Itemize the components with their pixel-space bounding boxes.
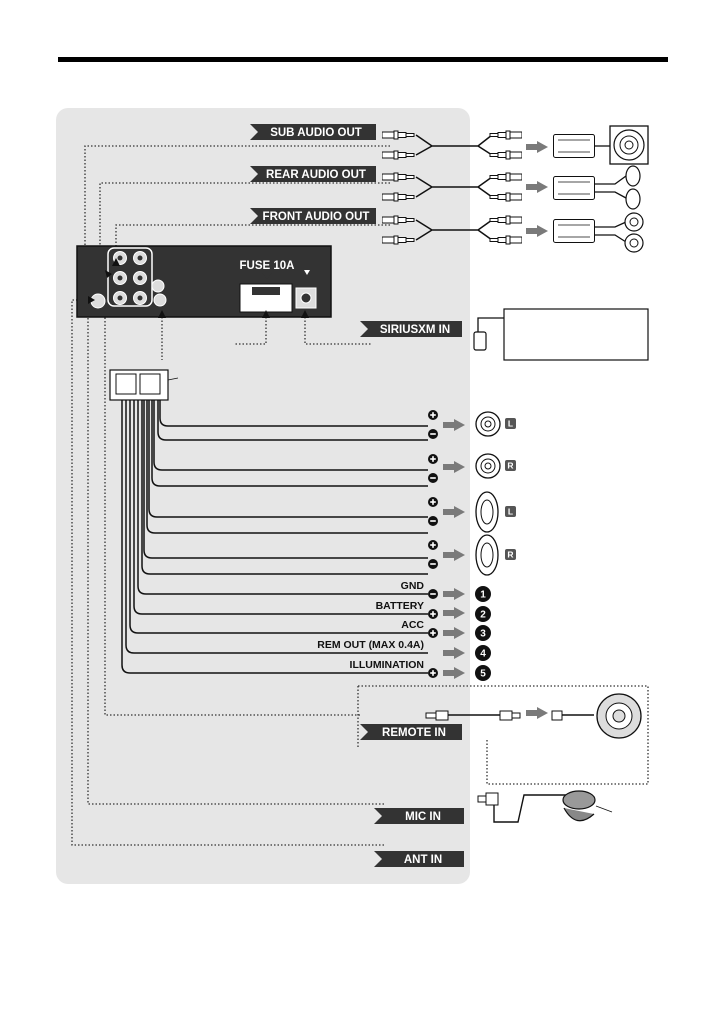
tag-label: ANT IN xyxy=(404,854,442,866)
minus-icon xyxy=(428,429,438,439)
minus-icon xyxy=(428,516,438,526)
speaker-front-right: R xyxy=(476,454,516,478)
amplifier-icon xyxy=(554,135,595,158)
rca-plug-icon xyxy=(490,193,522,201)
speaker-oval-icon xyxy=(476,535,498,575)
subwoofer-icon xyxy=(610,126,648,164)
siriusxm-connector-icon xyxy=(474,332,486,350)
siriusxm-tuner-box xyxy=(504,309,648,360)
tag-label: FRONT AUDIO OUT xyxy=(263,211,370,223)
plus-icon xyxy=(428,540,438,550)
plus-icon xyxy=(428,497,438,507)
tag-siriusxm-in: SIRIUSXM IN xyxy=(360,321,462,337)
external-amplifiers xyxy=(554,126,649,252)
tag-ant-in: ANT IN xyxy=(374,851,464,867)
siriusxm-connection xyxy=(474,309,648,360)
terminal-number-4: 4 xyxy=(480,649,486,660)
arrow-right-icon xyxy=(526,181,548,193)
speaker-round-icon xyxy=(476,454,500,478)
speaker-oval-icon xyxy=(626,166,640,186)
tag-label: REAR AUDIO OUT xyxy=(266,169,366,181)
speaker-round-icon xyxy=(625,213,643,231)
microphone-icon xyxy=(563,791,595,809)
left-badge: L xyxy=(508,419,513,429)
left-badge: L xyxy=(508,507,513,517)
rca-plug-icon xyxy=(490,151,522,159)
terminal-number-2: 2 xyxy=(480,610,486,621)
speaker-round-icon xyxy=(476,412,500,436)
terminal-number-1: 1 xyxy=(480,590,486,601)
plus-icon xyxy=(428,628,438,638)
tag-label: FUSE 10A xyxy=(240,260,295,272)
wire-label-acc: ACC xyxy=(401,619,424,631)
plus-icon xyxy=(428,410,438,420)
tag-mic-in: MIC IN xyxy=(374,808,464,824)
plus-icon xyxy=(428,454,438,464)
tag-front-audio-out: FRONT AUDIO OUT xyxy=(250,208,376,224)
right-badge: R xyxy=(507,461,513,471)
header-rule xyxy=(58,57,668,62)
speaker-oval-icon xyxy=(476,492,498,532)
remote-jack xyxy=(152,280,164,292)
rca-plug-icon xyxy=(490,131,522,139)
terminal-number-5: 5 xyxy=(480,669,486,680)
rca-plug-icon xyxy=(490,236,522,244)
fuse-slot xyxy=(252,287,280,295)
amplifier-icon xyxy=(554,220,595,243)
wire-label-rem-out: REM OUT (MAX 0.4A) xyxy=(317,639,424,651)
arrow-right-icon xyxy=(526,141,548,153)
head-unit xyxy=(77,246,331,317)
wire-label-battery: BATTERY xyxy=(376,600,424,612)
tag-remote-in: REMOTE IN xyxy=(360,724,462,740)
tag-label: SUB AUDIO OUT xyxy=(270,127,362,139)
wire-label-gnd: GND xyxy=(401,580,425,592)
wire-label-illumination: ILLUMINATION xyxy=(350,659,424,671)
speaker-round-icon xyxy=(625,234,643,252)
mic-jack xyxy=(154,294,166,306)
plus-icon xyxy=(428,609,438,619)
tag-sub-audio-out: SUB AUDIO OUT xyxy=(250,124,376,140)
minus-icon xyxy=(428,559,438,569)
minus-icon xyxy=(428,589,438,599)
tag-label: MIC IN xyxy=(405,811,441,823)
terminal-number-3: 3 xyxy=(480,629,486,640)
tag-rear-audio-out: REAR AUDIO OUT xyxy=(250,166,376,182)
arrow-right-icon xyxy=(526,707,548,719)
numbered-terminals: 1 2 3 4 5 xyxy=(475,586,491,681)
speaker-front-left: L xyxy=(476,412,516,436)
speaker-rear-left: L xyxy=(476,492,516,532)
speaker-oval-icon xyxy=(626,189,640,209)
rca-plug-icon xyxy=(490,173,522,181)
amplifier-icon xyxy=(554,177,595,200)
minus-icon xyxy=(428,473,438,483)
right-badge: R xyxy=(507,550,513,560)
arrow-right-icon xyxy=(526,225,548,237)
speaker-rear-right: R xyxy=(476,535,516,575)
microphone-connection xyxy=(478,791,612,822)
plus-icon xyxy=(428,668,438,678)
siriusxm-port-pin xyxy=(301,293,311,303)
tag-label: SIRIUSXM IN xyxy=(380,324,450,336)
rca-plug-icon xyxy=(490,216,522,224)
tag-label: REMOTE IN xyxy=(382,727,446,739)
